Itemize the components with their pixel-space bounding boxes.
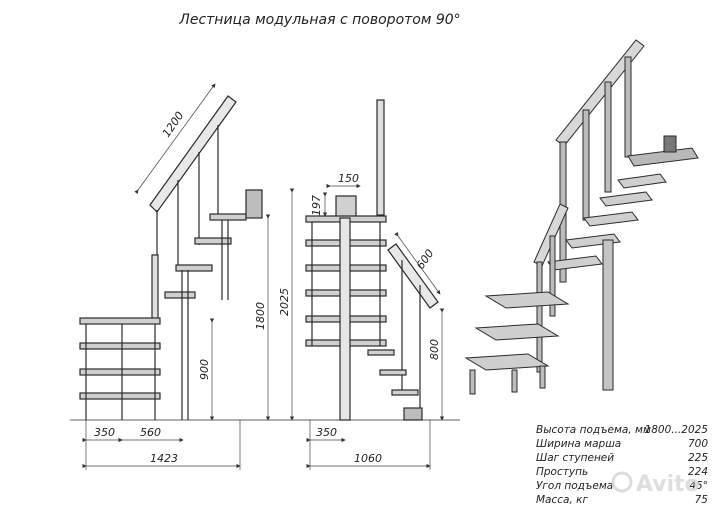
avito-watermark: Avito [611, 471, 700, 497]
spec-value: 700 [688, 438, 708, 450]
iso-step [547, 255, 603, 271]
dim-step-197: 197 [310, 195, 323, 216]
dim-rail-1200: 1200 [160, 109, 187, 139]
watermark-text: Avito [636, 472, 700, 497]
isometric-view [464, 39, 699, 395]
iso-step [599, 191, 653, 207]
top-block [335, 195, 357, 219]
iso-step [565, 233, 621, 249]
spec-value: 225 [688, 452, 708, 464]
dim-height-1800: 1800 [254, 302, 267, 330]
handrail-slanted [149, 95, 237, 213]
lower-step [79, 317, 161, 325]
spec-label: Масса, кг [536, 494, 588, 506]
spec-label: Высота подъема, мм [536, 424, 651, 436]
iso-lower-step [484, 291, 570, 309]
spec-value: 75 [695, 494, 709, 506]
wall-block [245, 189, 263, 219]
dim-total-1060: 1060 [354, 452, 382, 465]
iso-platform [627, 147, 699, 167]
step [194, 237, 232, 245]
dim-height-900: 900 [198, 359, 211, 380]
step [175, 264, 213, 272]
lower-step [79, 368, 161, 376]
dim-height-2025: 2025 [278, 288, 291, 316]
dim-total-1423: 1423 [150, 452, 178, 465]
iso-step [583, 211, 639, 227]
dim-height-800: 800 [428, 339, 441, 360]
iso-central-post [602, 239, 614, 391]
side-view [70, 95, 300, 421]
dim-bottom-350: 350 [94, 426, 115, 439]
dim-rail-600: 600 [414, 247, 437, 272]
spec-value: 224 [688, 466, 708, 478]
drawing-title: Лестница модульная с поворотом 90° [178, 12, 460, 28]
spec-label: Ширина марша [536, 438, 621, 450]
spec-label: Шаг ступеней [536, 452, 614, 464]
iso-step [617, 173, 667, 189]
lower-step [79, 342, 161, 350]
dim-bottom-350-front: 350 [316, 426, 337, 439]
spec-value: 1800...2025 [645, 424, 709, 436]
step [164, 291, 196, 299]
vertical-rail [376, 99, 385, 216]
spec-value: 45° [689, 480, 708, 492]
front-view [300, 99, 460, 421]
side-view-dimensions [82, 83, 295, 470]
iso-lower-step [464, 353, 550, 371]
spec-label: Угол подъема [536, 480, 613, 492]
lower-step [79, 392, 161, 400]
spec-label: Проступь [536, 466, 588, 478]
step [209, 213, 247, 221]
iso-lower-step [474, 323, 560, 341]
dim-step-150: 150 [338, 172, 359, 185]
front-view-dimensions [306, 183, 445, 470]
spec-table: Высота подъема, мм 1800...2025 Ширина ма… [536, 424, 708, 506]
dim-bottom-560: 560 [140, 426, 161, 439]
